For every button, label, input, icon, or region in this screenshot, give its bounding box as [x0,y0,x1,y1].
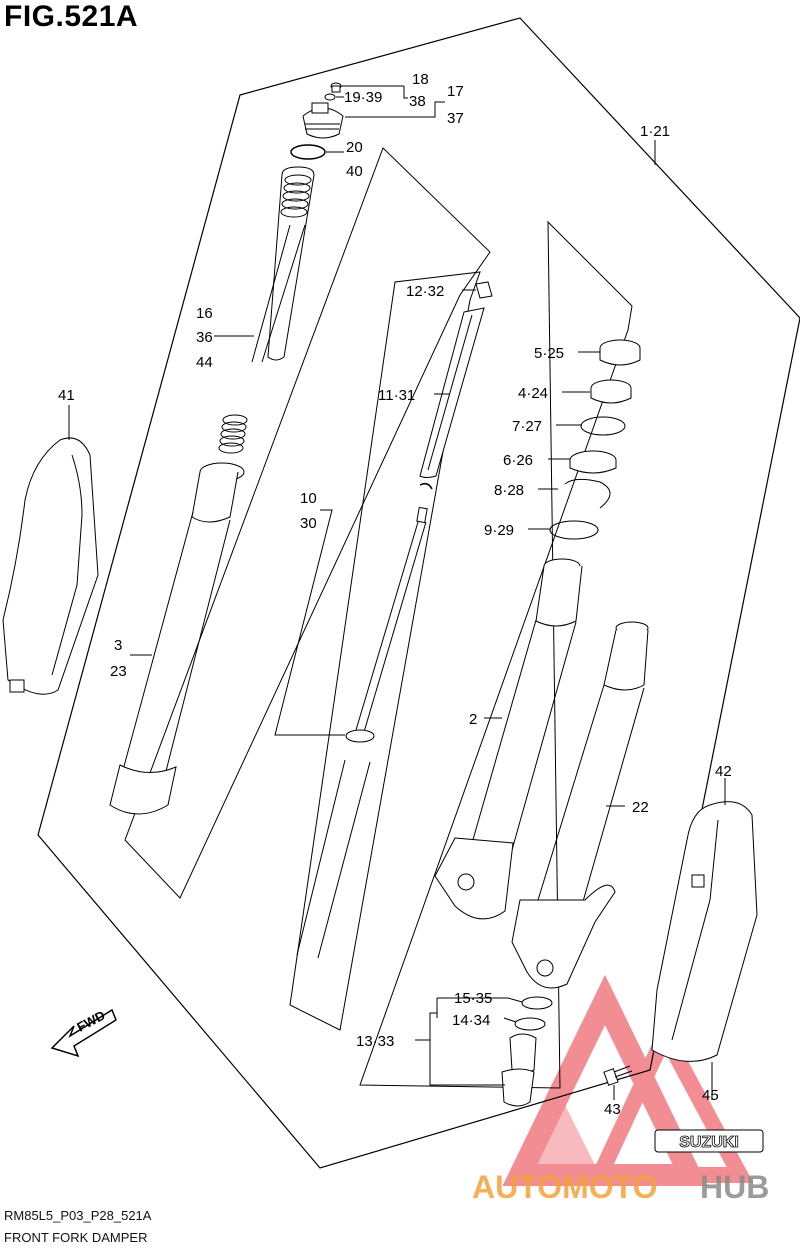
callout-7-27: 7·27 [512,418,542,435]
inner-tube-part-22 [511,621,649,989]
callout-2: 2 [469,711,477,728]
leader-lines [68,85,726,1100]
figure-title: FIG.521A [4,0,139,33]
callout-5-25: 5·25 [534,345,564,362]
rod-holder-part-11 [419,281,493,490]
watermark-text: AUTOMOTO HUB [472,1169,769,1205]
callout-15-35: 15·35 [454,990,492,1007]
forward-direction-arrow: FWD [50,1008,117,1058]
suzuki-badge-text: SUZUKI [679,1134,739,1151]
figure-name: FRONT FORK DAMPER [4,1230,148,1245]
callout-37: 37 [447,110,464,127]
callout-41: 41 [58,387,75,404]
callout-16: 16 [196,305,213,322]
outer-tube-part-3 [109,462,245,815]
callout-labels: 18 19·39 38 17 37 20 40 1·21 16 36 44 12… [58,71,732,1118]
fork-guard-left [2,437,99,695]
callout-11-31: 11·31 [378,387,415,404]
callout-22: 22 [632,799,649,816]
callout-4-24: 4·24 [518,385,548,402]
callout-13-33: 13·33 [356,1033,394,1050]
callout-1-21: 1·21 [640,123,670,140]
damper-cartridge-part [218,166,315,454]
watermark-part1: AUTOMOTO [472,1169,657,1205]
suzuki-badge: SUZUKI [654,1129,764,1153]
callout-43: 43 [604,1101,621,1118]
callout-40: 40 [346,163,363,180]
base-valve-assembly [501,996,553,1107]
assembly-outline-rod [289,271,481,1031]
callout-3: 3 [114,637,122,654]
callout-42: 42 [715,763,732,780]
bolt-part-43 [603,1065,633,1086]
callout-45: 45 [702,1087,719,1104]
callout-6-26: 6·26 [503,452,533,469]
damper-rod-part-10 [296,506,428,959]
callout-12-32: 12·32 [406,283,444,300]
watermark-part2: HUB [700,1169,769,1205]
assembly-outline-cartridge [124,147,491,899]
callout-36: 36 [196,329,213,346]
callout-19-39: 19·39 [344,89,382,106]
callout-44: 44 [196,354,213,371]
inner-tube-part-2 [434,558,583,920]
fork-guard-right [651,801,758,1062]
callout-8-28: 8·28 [494,482,524,499]
figure-code: RM85L5_P03_P28_521A [4,1208,152,1223]
callout-10: 10 [300,490,317,507]
callout-38: 38 [409,93,426,110]
callout-17: 17 [447,83,464,100]
callout-23: 23 [110,663,127,680]
callout-14-34: 14·34 [452,1012,490,1029]
callout-30: 30 [300,515,317,532]
assembly-outline-main [37,17,800,1169]
callout-9-29: 9·29 [484,522,514,539]
bushings-and-seals [549,339,641,540]
callout-18: 18 [412,71,429,88]
callout-20: 20 [346,139,363,156]
cap-bolt-assembly [290,82,344,160]
watermark-logo [502,974,754,1186]
